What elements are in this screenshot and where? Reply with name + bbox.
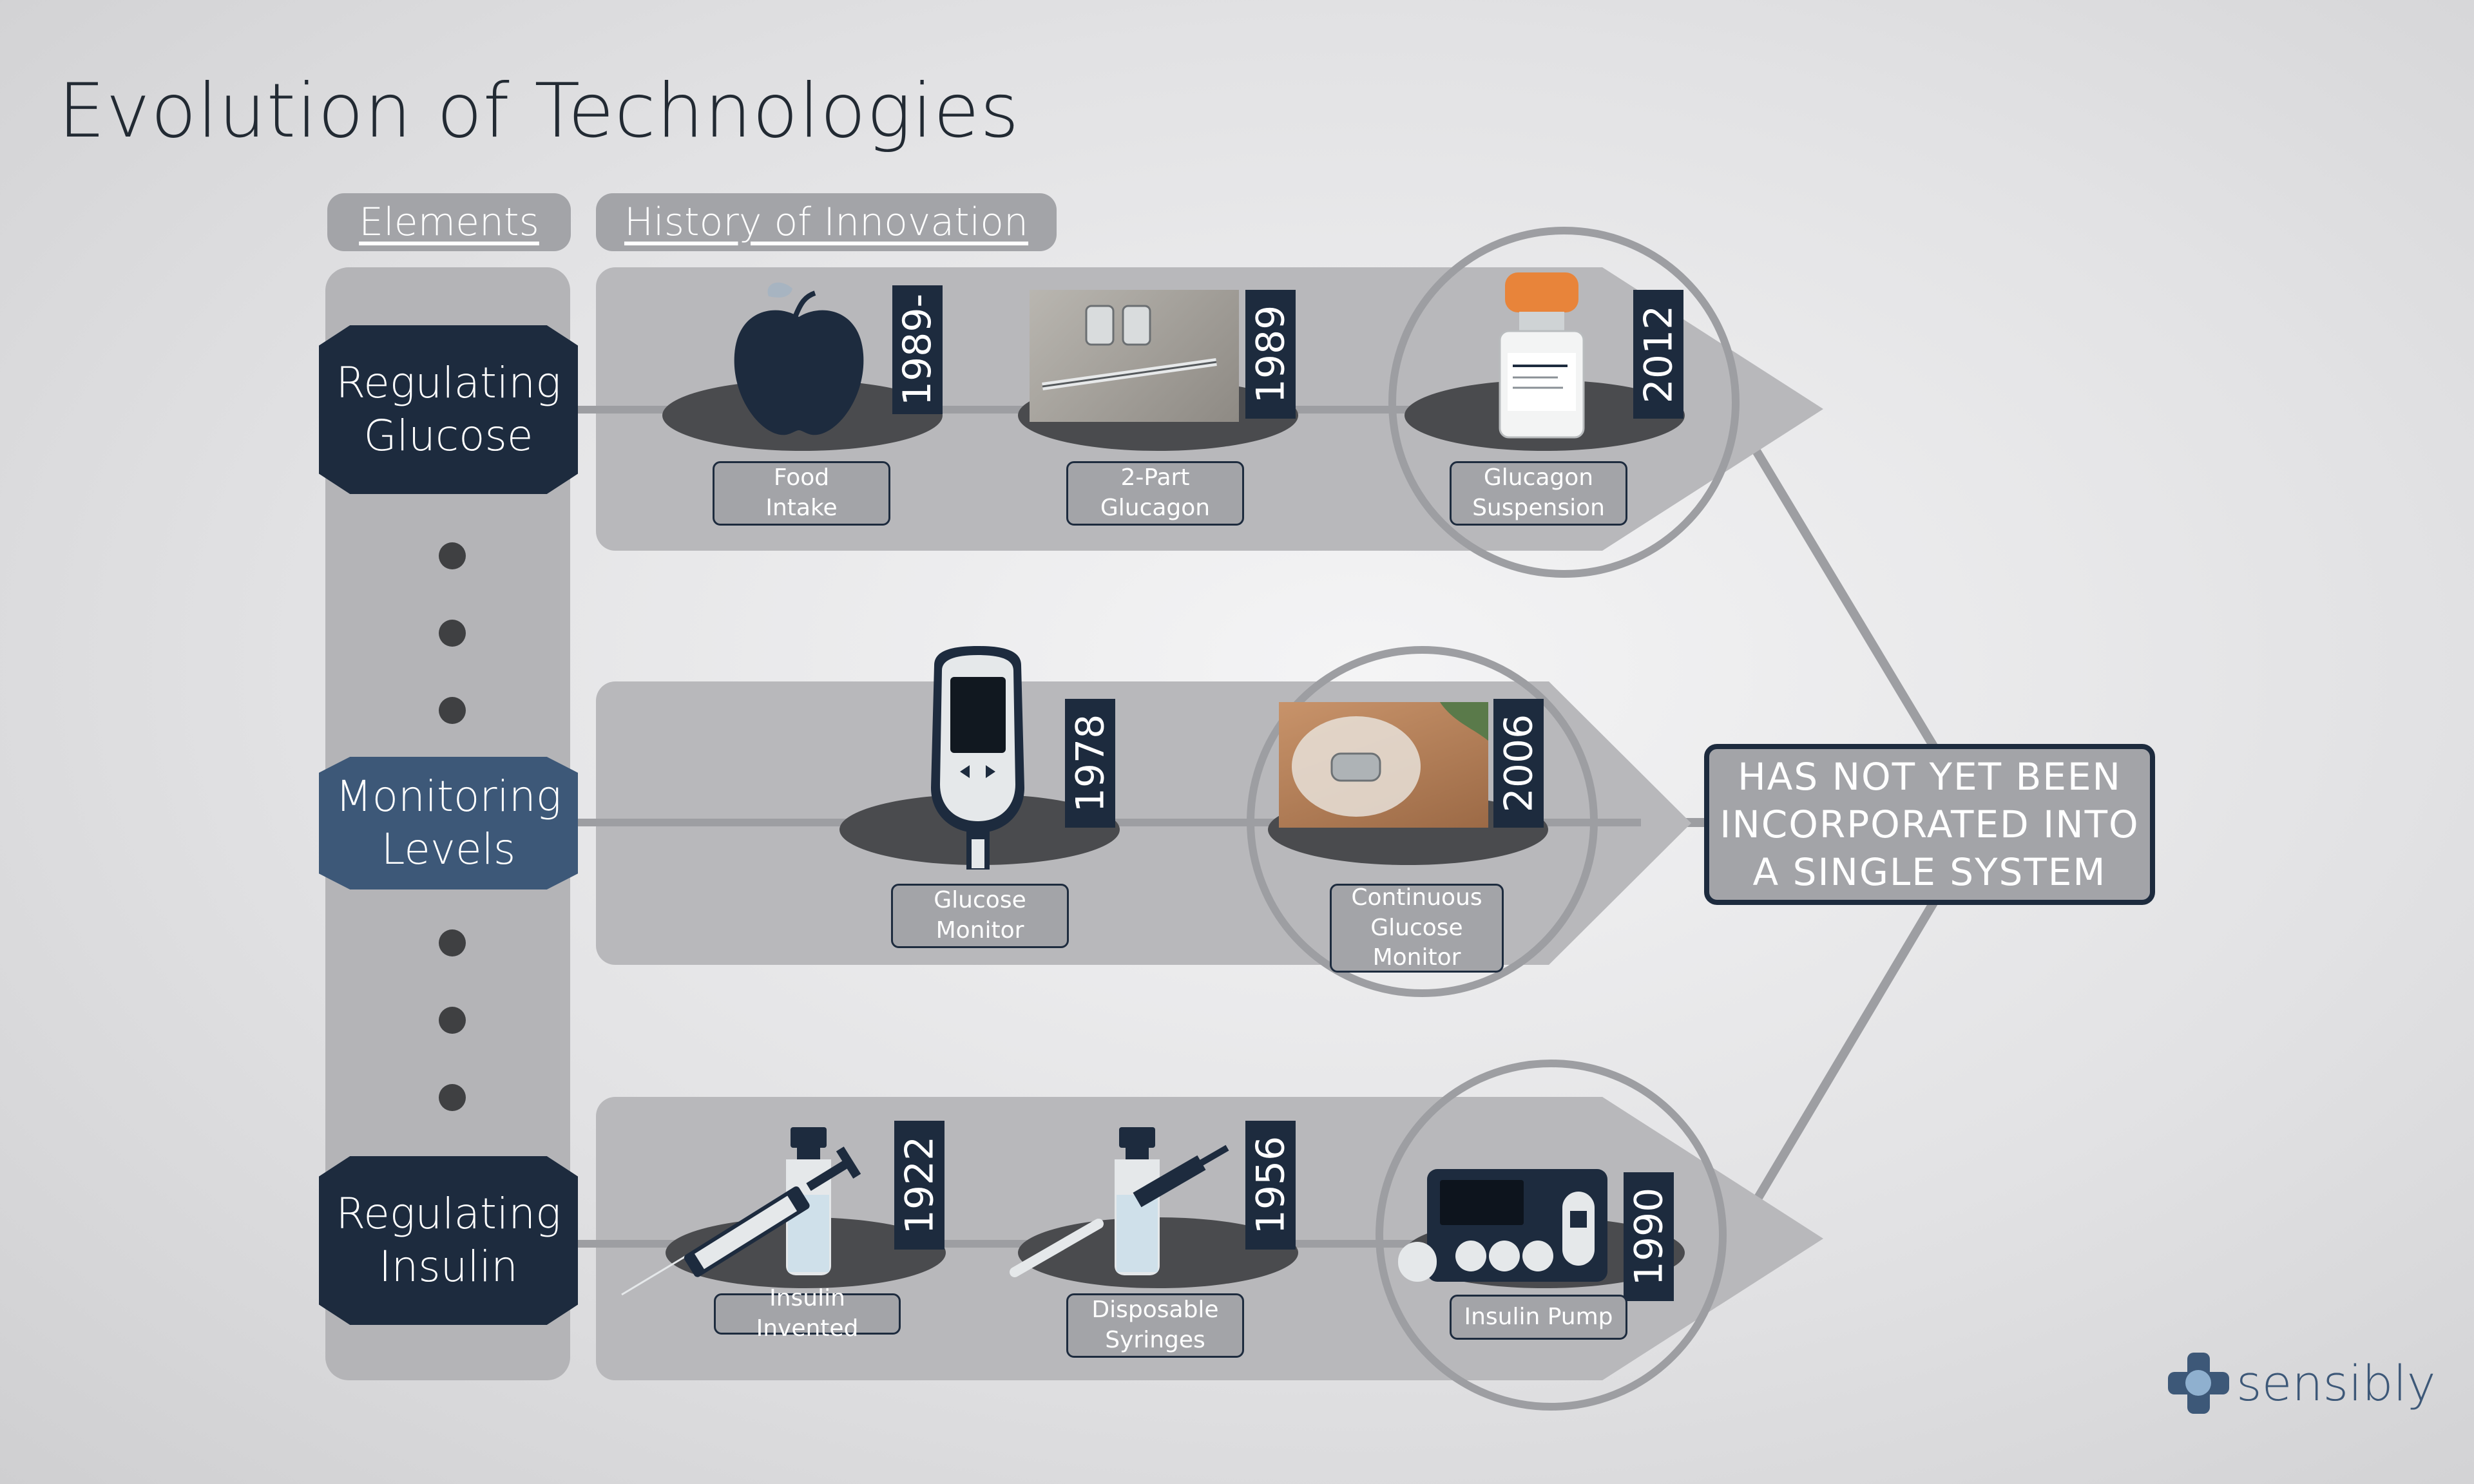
element-regulating-glucose-label: Regulating Glucose xyxy=(336,357,561,463)
disposable-syringe-icon xyxy=(1002,1124,1247,1285)
year-label: 1978 xyxy=(1068,714,1113,813)
element-regulating-insulin-label: Regulating Insulin xyxy=(336,1188,561,1294)
item-disposable-syringes[interactable]: Disposable Syringes xyxy=(1066,1293,1244,1358)
element-regulating-glucose[interactable]: Regulating Glucose xyxy=(319,325,578,494)
year-label: 2012 xyxy=(1636,305,1681,404)
year-badge: 1978 xyxy=(1065,699,1115,828)
year-badge: 1956 xyxy=(1245,1121,1296,1250)
glucose-meter-icon xyxy=(921,646,1034,875)
item-insulin-pump[interactable]: Insulin Pump xyxy=(1450,1295,1627,1340)
year-label: 1956 xyxy=(1248,1136,1293,1235)
year-badge: 2006 xyxy=(1493,699,1544,828)
element-monitoring-levels-label: Monitoring Levels xyxy=(336,770,562,877)
ellipsis-dot xyxy=(439,542,466,569)
insulin-vial-syringe-icon xyxy=(615,1124,873,1298)
year-label: 1989 xyxy=(1248,305,1293,404)
year-label: 2006 xyxy=(1496,714,1541,813)
year-badge: 1989- xyxy=(892,285,943,414)
year-label: 1922 xyxy=(897,1136,942,1235)
glucagon-vial-icon xyxy=(1493,269,1590,440)
element-regulating-insulin[interactable]: Regulating Insulin xyxy=(319,1156,578,1325)
year-badge: 1990 xyxy=(1624,1172,1674,1301)
year-badge: 1989 xyxy=(1245,290,1296,419)
brand-name: sensibly xyxy=(2236,1355,2436,1412)
sensibly-logo-icon xyxy=(2165,1349,2232,1417)
item-continuous-glucose-monitor[interactable]: Continuous Glucose Monitor xyxy=(1330,884,1504,973)
ellipsis-dot xyxy=(439,1007,466,1034)
item-food-intake[interactable]: Food Intake xyxy=(713,461,890,526)
year-label: 1990 xyxy=(1626,1188,1671,1286)
sensor-patch-icon xyxy=(1279,702,1488,828)
single-system-callout: HAS NOT YET BEEN INCORPORATED INTO A SIN… xyxy=(1704,744,2155,905)
item-insulin-invented[interactable]: Insulin Invented xyxy=(714,1293,901,1335)
ellipsis-dot xyxy=(439,697,466,724)
item-glucose-monitor[interactable]: Glucose Monitor xyxy=(891,884,1069,948)
apple-icon xyxy=(725,277,873,441)
element-monitoring-levels[interactable]: Monitoring Levels xyxy=(319,757,578,889)
ellipsis-dot xyxy=(439,620,466,647)
insulin-pump-icon xyxy=(1395,1166,1611,1288)
item-2-part-glucagon[interactable]: 2-Part Glucagon xyxy=(1066,461,1244,526)
brand-logo: sensibly xyxy=(2165,1349,2436,1417)
item-glucagon-suspension[interactable]: Glucagon Suspension xyxy=(1450,461,1627,526)
year-label: 1989- xyxy=(895,294,940,406)
connector-glucose xyxy=(1733,412,1936,750)
year-badge: 2012 xyxy=(1633,290,1683,419)
syringe-icon xyxy=(1030,290,1239,422)
single-system-text: HAS NOT YET BEEN INCORPORATED INTO A SIN… xyxy=(1720,753,2139,897)
connector-insulin xyxy=(1733,899,1936,1240)
ellipsis-dot xyxy=(439,929,466,956)
year-badge: 1922 xyxy=(894,1121,945,1250)
ellipsis-dot xyxy=(439,1084,466,1111)
glucagon-kit-image xyxy=(1030,290,1239,422)
cgm-sensor-image xyxy=(1279,702,1488,828)
